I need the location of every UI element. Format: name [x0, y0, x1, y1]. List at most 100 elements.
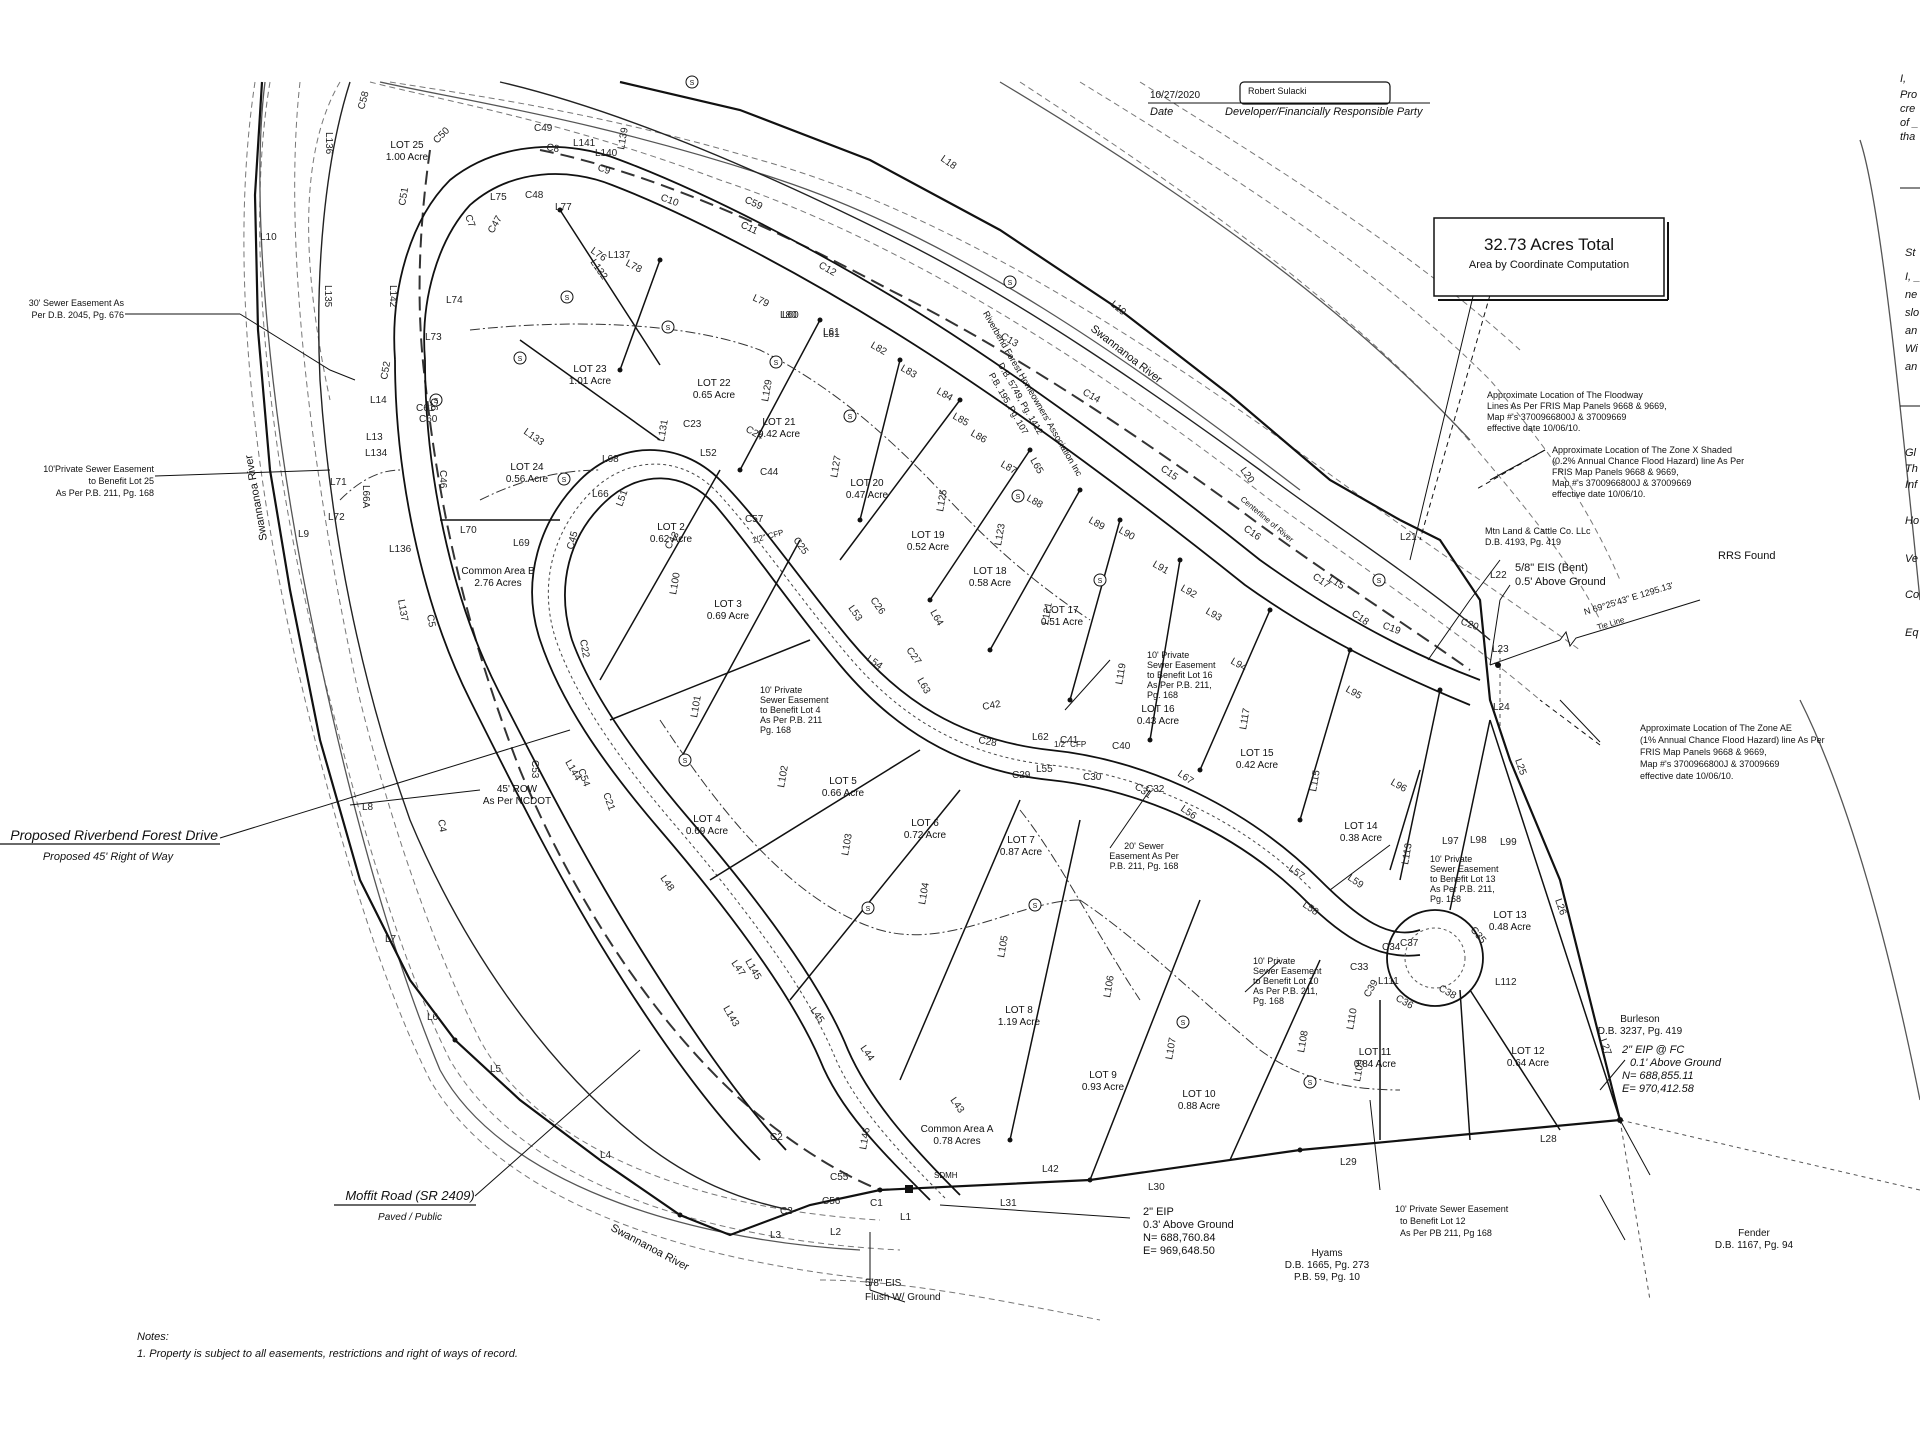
plat-text: C18 [1349, 608, 1371, 628]
plat-text: Common Area A [921, 1124, 994, 1135]
plat-text: L23 [1492, 644, 1509, 655]
plat-text: L115 [1308, 769, 1323, 793]
signature-box [1239, 81, 1391, 105]
plat-text: C33 [1350, 962, 1369, 973]
plat-text: L3 [770, 1230, 782, 1241]
plat-text: L21 [1400, 532, 1417, 543]
plat-text: slo [1905, 307, 1919, 319]
plat-text: As Per P.B. 211, [1147, 680, 1212, 690]
plat-text: C8 [545, 142, 560, 155]
lot-21: LOT 210.42 Acre [758, 417, 801, 440]
plat-text: to Benefit Lot 25 [88, 476, 154, 486]
plat-text: As Per P.B. 211, [1430, 884, 1495, 894]
plat-text: L66 [592, 489, 609, 500]
plat-text: C60 [419, 414, 438, 425]
plat-text: Map #'s 3700966800J & 37009669 [1487, 412, 1626, 422]
plat-text: C3 [780, 1206, 793, 1217]
drive-label: Proposed Riverbend Forest Drive Proposed… [0, 827, 220, 863]
moffit-label: Moffit Road (SR 2409) Paved / Public [334, 1188, 476, 1223]
plat-text: effective date 10/06/10. [1487, 423, 1580, 433]
plat-text: C16 [1241, 523, 1263, 543]
mtn-land-note: Mtn Land & Cattle Co. LLc D.B. 4193, Pg.… [1485, 526, 1591, 547]
plat-text: Pg. 168 [1147, 690, 1178, 700]
plat-text: L129 [760, 378, 775, 402]
plat-text: L88 [1025, 493, 1045, 511]
plat-text: L93 [1204, 606, 1224, 624]
plat-text: C56 [822, 1196, 841, 1207]
plat-text: L71 [330, 477, 347, 488]
plat-text: L30 [1148, 1182, 1165, 1193]
plat-text: Co [1905, 589, 1919, 601]
plat-text: E= 969,648.50 [1143, 1245, 1215, 1257]
common-areas: Common Area B2.76 Acres Common Area A0.7… [461, 566, 993, 1147]
plat-text: L143 [720, 1004, 741, 1029]
plat-text: S [848, 414, 853, 421]
plat-text: FRIS Map Panels 9668 & 9669, [1640, 747, 1767, 757]
plat-text: C2 [770, 1132, 783, 1143]
sdmh-label: SDMH [934, 1171, 958, 1180]
river-label-left: Swannanoa River [243, 454, 270, 542]
plat-text: Lines As Per FRIS Map Panels 9668 & 9669… [1487, 401, 1667, 411]
plat-text: S [434, 398, 439, 405]
plat-text: LOT 12 [1511, 1046, 1545, 1057]
plat-text: C48 [525, 190, 544, 201]
plat-text: C19 [1381, 620, 1402, 637]
plat-text: L106 [1102, 974, 1117, 998]
plat-text: 2" EIP [1143, 1206, 1174, 1218]
monuments [905, 662, 1623, 1193]
plat-text: 1.19 Acre [998, 1017, 1041, 1028]
plat-text: St [1905, 247, 1916, 259]
lot-23: LOT 231.01 Acre [569, 364, 612, 387]
lot-17: LOT 170.51 Acre [1041, 605, 1084, 628]
lot-2: LOT 20.62 Acre [650, 522, 693, 545]
plat-text: C4 [435, 819, 448, 834]
lot-24: LOT 240.56 Acre [506, 462, 549, 485]
plat-text: L42 [1042, 1164, 1059, 1175]
plat-text: 1.01 Acre [569, 376, 612, 387]
plat-text: 10' Private [1430, 854, 1472, 864]
plat-text: L63 [914, 676, 932, 696]
plat-text: L137 [395, 599, 410, 623]
plat-text: (0.2% Annual Chance Flood Hazard) line A… [1552, 456, 1744, 466]
plat-text: L82 [869, 340, 889, 358]
plat-text: LOT 22 [697, 378, 731, 389]
plat-text: S [774, 360, 779, 367]
plat-text: L27 [1597, 1037, 1613, 1057]
river-edges [318, 81, 1491, 1211]
plat-text: effective date 10/06/10. [1552, 489, 1645, 499]
plat-text: S [1181, 1020, 1186, 1027]
plat-text: Pg. 168 [1253, 996, 1284, 1006]
plat-text: As Per P.B. 211, [1253, 986, 1318, 996]
row-45-note: 45' ROW [497, 784, 538, 795]
plat-text: C34 [1382, 942, 1401, 953]
plat-text: Fender [1738, 1228, 1770, 1239]
lot-12: LOT 120.64 Acre [1507, 1046, 1550, 1069]
plat-text: 0.47 Acre [846, 490, 889, 501]
plat-text: 10' Private [1253, 956, 1295, 966]
plat-text: C61 [416, 403, 435, 414]
plat-text: 0.52 Acre [907, 542, 950, 553]
eip-fc-note: 2" EIP @ FC 0.1' Above Ground N= 688,855… [1621, 1044, 1722, 1095]
plat-text: L68 [602, 454, 619, 465]
plat-text: L96 [1389, 777, 1409, 795]
date-label: Date [1150, 106, 1173, 118]
lot-11: LOT 110.84 Acre [1354, 1047, 1397, 1070]
plat-text: C35 [1468, 925, 1489, 946]
plat-text: S [518, 356, 523, 363]
plat-text: C1 [870, 1198, 883, 1209]
plat-text: C57 [745, 514, 764, 525]
plat-text: L24 [1493, 702, 1510, 713]
date-value: 10/27/2020 [1150, 90, 1200, 101]
plat-text: S [683, 758, 688, 765]
plat-text: C38 [1437, 983, 1459, 1002]
plat-text: Gl [1905, 447, 1917, 459]
zone-x-note: Approximate Location of The Zone X Shade… [1552, 445, 1744, 499]
plat-text: 10' Private Sewer Easement [1395, 1204, 1509, 1214]
plat-text: C40 [1112, 741, 1131, 752]
plat-text: (1% Annual Chance Flood Hazard) line As … [1640, 735, 1825, 745]
plat-text: L65 [1027, 456, 1045, 476]
plat-text: C32 [1146, 784, 1165, 795]
plat-text: E= 970,412.58 [1622, 1083, 1695, 1095]
hyams-note: Hyams D.B. 1665, Pg. 273 P.B. 59, Pg. 10 [1285, 1248, 1370, 1283]
plat-text: 0.66 Acre [822, 788, 865, 799]
